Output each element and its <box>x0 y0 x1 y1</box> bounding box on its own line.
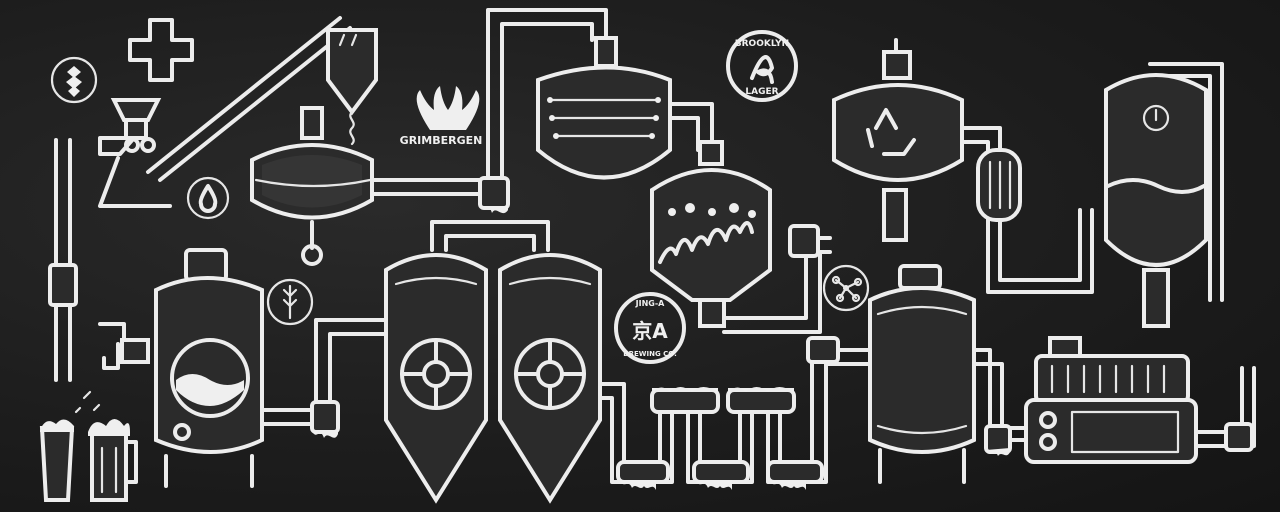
mash-tun <box>250 106 374 266</box>
u-pipe-manifold <box>598 336 870 490</box>
grimbergen-logo-text: GRIMBERGEN <box>400 134 483 147</box>
jing-a-logo: JING-A 京A BREWING CO. <box>614 292 686 364</box>
fermenter-right <box>498 253 602 504</box>
brooklyn-lager-logo: BROOKLYN LAGER <box>726 30 798 102</box>
beer-glass-icon <box>39 390 101 502</box>
filter-unit <box>976 148 1022 222</box>
flame-icon <box>658 221 754 264</box>
water-drop-icon <box>186 176 230 220</box>
hop-icon <box>50 56 98 104</box>
lauter-tun <box>98 248 264 488</box>
beer-mug-icon <box>88 419 138 502</box>
top-hopper <box>326 28 378 146</box>
cooling-vessel <box>832 38 964 242</box>
recycle-icon <box>866 108 916 156</box>
boiling-vessel <box>650 140 772 328</box>
conditioning-tank <box>868 264 976 484</box>
bottling-machine <box>1024 336 1198 464</box>
molecule-icon <box>822 264 870 312</box>
plus-icon <box>128 18 194 82</box>
left-vertical-pipe <box>48 138 78 382</box>
jinga-logo-top: JING-A <box>635 299 666 308</box>
grimbergen-logo: GRIMBERGEN <box>400 86 483 147</box>
brooklyn-logo-top: BROOKLYN <box>735 39 789 49</box>
wheat-icon <box>266 278 314 326</box>
brooklyn-logo-bottom: LAGER <box>745 87 778 97</box>
bright-tank <box>1104 62 1224 328</box>
jinga-logo-bottom: BREWING CO. <box>623 350 676 358</box>
jinga-logo-mark: 京A <box>632 319 668 343</box>
fermenter-left <box>384 253 488 504</box>
brew-kettle <box>536 36 672 180</box>
grain-mill <box>98 98 172 208</box>
